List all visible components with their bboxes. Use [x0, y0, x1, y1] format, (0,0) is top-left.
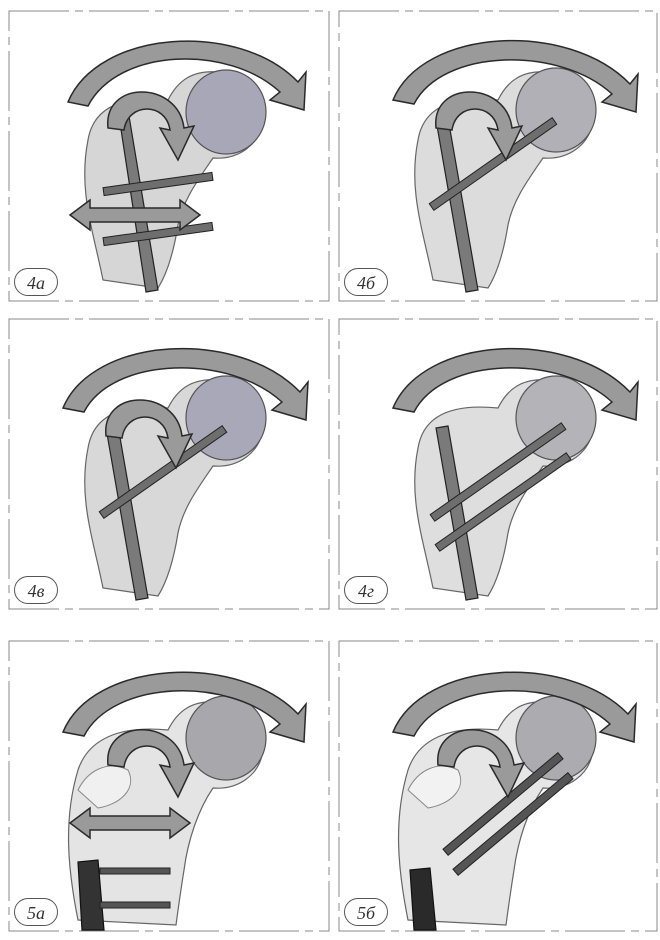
panel-4b-drawing	[338, 10, 660, 302]
figure-panel-4g: 4г	[338, 318, 660, 610]
figure-panel-4b: 4б	[338, 10, 660, 302]
panel-label: 4б	[344, 268, 388, 296]
panel-label: 4в	[14, 576, 58, 604]
panel-label: 4г	[344, 576, 388, 604]
panel-4v-drawing	[8, 318, 330, 610]
panel-5b-drawing	[338, 640, 660, 932]
femoral-head	[516, 696, 596, 780]
panel-4g-drawing	[338, 318, 660, 610]
fixation-screw	[100, 868, 170, 874]
femoral-head	[186, 696, 266, 780]
panel-5a-drawing	[8, 640, 330, 932]
femoral-head	[186, 70, 266, 154]
panel-label: 5б	[344, 898, 388, 926]
panel-label: 4a	[14, 268, 58, 296]
panel-4a-drawing	[8, 10, 330, 302]
panel-label: 5a	[14, 898, 58, 926]
figure-panel-4a: 4a	[8, 10, 330, 302]
fixation-screw	[100, 902, 170, 908]
figure-panel-4v: 4в	[8, 318, 330, 610]
figure-panel-5b: 5б	[338, 640, 660, 932]
figure-panel-5a: 5a	[8, 640, 330, 932]
